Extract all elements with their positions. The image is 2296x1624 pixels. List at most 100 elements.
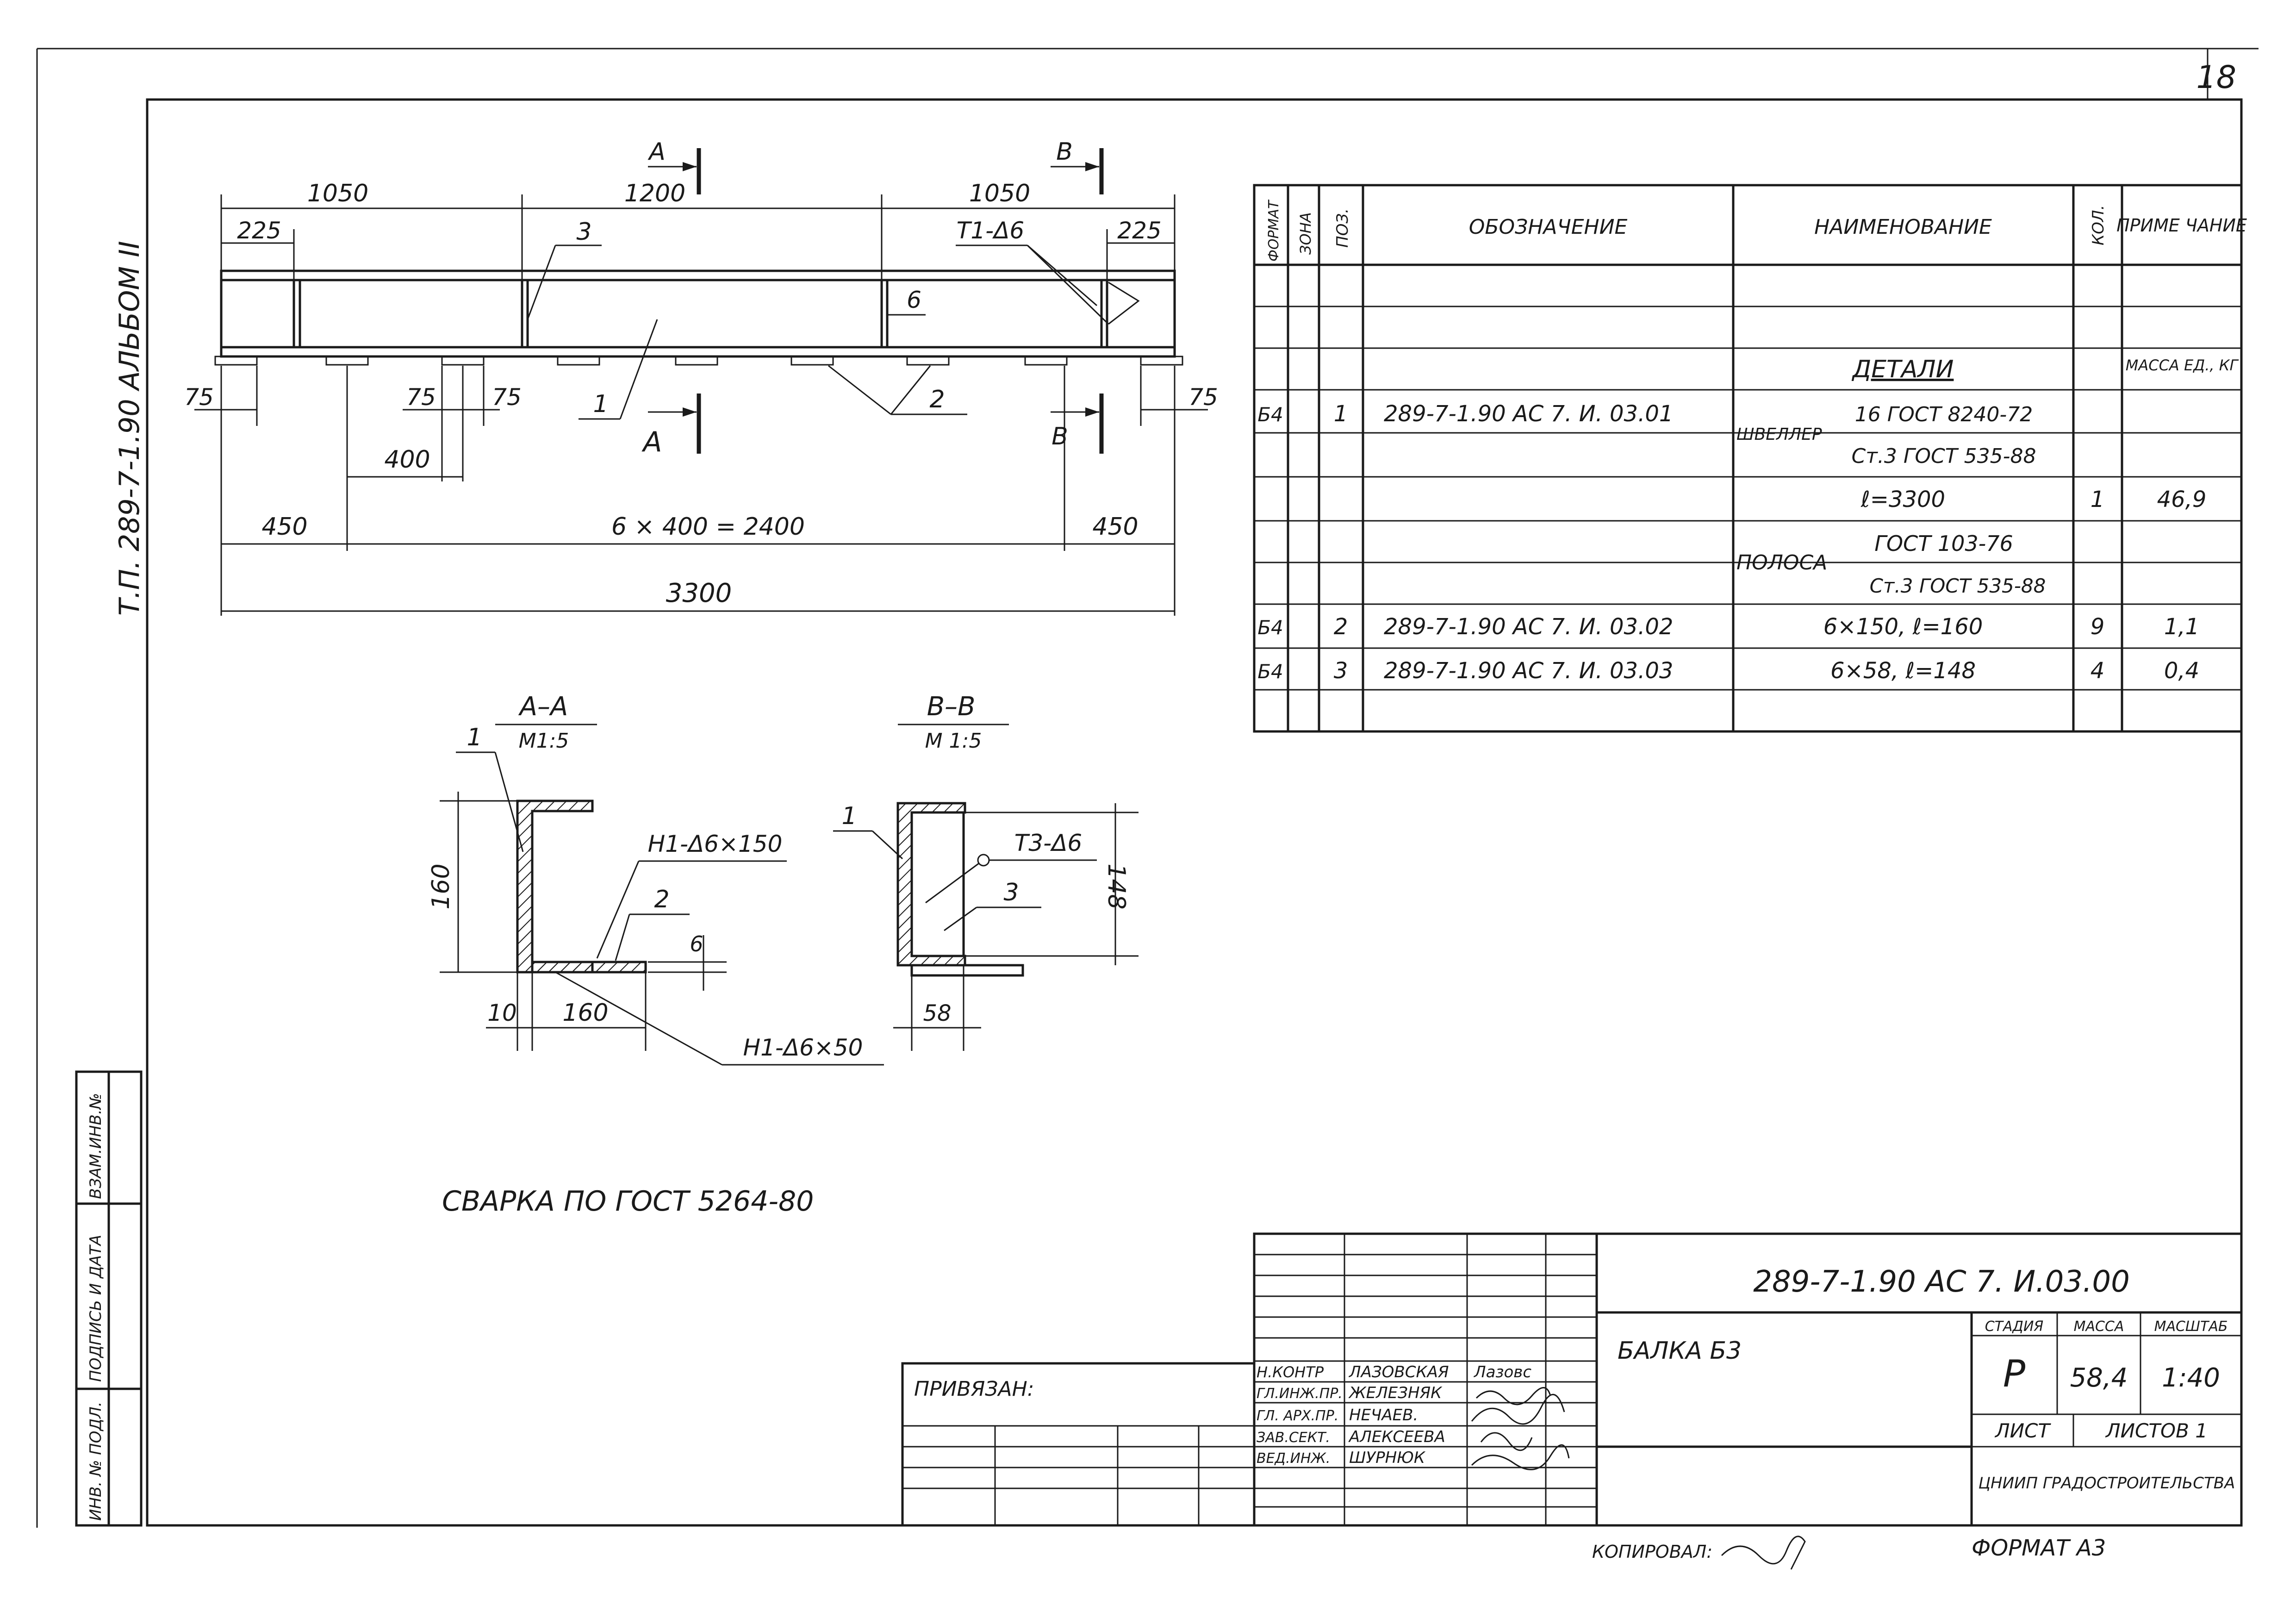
section-aa-position-2: 2 bbox=[654, 886, 669, 913]
welding-note: СВАРКА ПО ГОСТ 5264-80 bbox=[442, 1185, 814, 1218]
dim-225-left: 225 bbox=[237, 217, 281, 244]
dim-75-a: 75 bbox=[406, 384, 436, 411]
section-bb-scale: М 1:5 bbox=[925, 729, 982, 753]
spec-row2-pos: 2 bbox=[1334, 614, 1348, 640]
spec-channel-mass: 46,9 bbox=[2157, 487, 2207, 512]
section-b-top-letter: В bbox=[1056, 138, 1073, 166]
signature-scribble bbox=[1475, 1387, 1551, 1405]
bound-label: ПРИВЯЗАН: bbox=[914, 1377, 1034, 1401]
spec-row3-pos: 3 bbox=[1334, 658, 1348, 684]
spec-row1-format: Б4 bbox=[1257, 403, 1283, 426]
side-stamp-cell: ВЗАМ.ИНВ.№ bbox=[87, 1093, 105, 1199]
spec-channel-length: ℓ=3300 bbox=[1860, 487, 1945, 512]
beam-elevation: 1050 1200 1050 225 225 Т1-Δ6 6 3 1 2 bbox=[184, 138, 1218, 616]
section-b-b: В–В М 1:5 148 58 1 Т3-Δ6 3 bbox=[833, 692, 1139, 1051]
section-aa-weld-bottom: Н1-Δ6×50 bbox=[743, 1034, 863, 1061]
spec-mass-note: МАССА ЕД., КГ bbox=[2126, 356, 2239, 374]
staff-role: Н.КОНТР bbox=[1257, 1363, 1324, 1381]
plate-thickness-label: 6 bbox=[907, 287, 921, 313]
side-album-label: Т.П. 289-7-1.90 АЛЬБОМ II bbox=[113, 241, 146, 616]
signature-scribble bbox=[1480, 1432, 1533, 1451]
specification-table: ФОРМАТ ЗОНА ПОЗ. ОБОЗНАЧЕНИЕ НАИМЕНОВАНИ… bbox=[1253, 184, 2247, 733]
spec-channel-top: 16 ГОСТ 8240-72 bbox=[1855, 403, 2033, 426]
section-bb-height: 148 bbox=[1102, 863, 1130, 909]
dim-225-right: 225 bbox=[1117, 217, 1161, 244]
organization-name: ЦНИИП ГРАДОСТРОИТЕЛЬСТВА bbox=[1979, 1474, 2235, 1493]
section-aa-scale: М1:5 bbox=[519, 729, 569, 753]
scale-label: МАСШТАБ bbox=[2154, 1318, 2228, 1335]
signature-scribble bbox=[1471, 1444, 1570, 1470]
spec-header-name: НАИМЕНОВАНИЕ bbox=[1814, 215, 1992, 239]
spec-header-format: ФОРМАТ bbox=[1266, 199, 1282, 262]
section-bb-position-1: 1 bbox=[841, 802, 857, 830]
section-a-bottom-letter: А bbox=[641, 426, 662, 458]
dim-75-left: 75 bbox=[184, 384, 214, 411]
staff-signature: Лазовс bbox=[1473, 1363, 1531, 1381]
stage-value: Р bbox=[2003, 1352, 2026, 1395]
staff-name: АЛЕКСЕЕВА bbox=[1348, 1428, 1445, 1446]
section-aa-width: 160 bbox=[562, 999, 608, 1027]
signature-scribble bbox=[1471, 1393, 1565, 1425]
section-aa-weld-top: Н1-Δ6×150 bbox=[648, 831, 783, 857]
dim-450-left: 450 bbox=[261, 513, 307, 541]
mass-label: МАССА bbox=[2074, 1318, 2124, 1335]
spec-row1-code: 289-7-1.90 АС 7. И. 03.01 bbox=[1384, 401, 1673, 427]
spec-row3-code: 289-7-1.90 АС 7. И. 03.03 bbox=[1384, 658, 1673, 684]
spec-header-note: ПРИМЕ ЧАНИЕ bbox=[2116, 215, 2247, 236]
sheet-label: ЛИСТ bbox=[1994, 1419, 2051, 1442]
position-2-label: 2 bbox=[929, 386, 945, 413]
section-a-a: А–А М1:5 160 10 160 6 1 Н1-Δ6×150 bbox=[427, 692, 884, 1066]
spec-row3-format: Б4 bbox=[1257, 660, 1283, 683]
spec-row2-mass: 1,1 bbox=[2164, 614, 2199, 640]
spec-header-pos: ПОЗ. bbox=[1333, 208, 1352, 248]
dim-75-right: 75 bbox=[1188, 384, 1218, 411]
spec-header-zone: ЗОНА bbox=[1297, 212, 1314, 255]
dim-span: 6 × 400 = 2400 bbox=[611, 513, 805, 541]
dim-total: 3300 bbox=[666, 578, 732, 608]
spec-strip-bottom: Ст.3 ГОСТ 535-88 bbox=[1870, 575, 2046, 597]
copied-label: КОПИРОВАЛ: bbox=[1592, 1542, 1712, 1562]
title-block: ПРИВЯЗАН: Н.КОНТР ЛАЗОВСКАЯ Лазовс ГЛ.ИН… bbox=[901, 1232, 2243, 1527]
dim-450-right: 450 bbox=[1092, 513, 1138, 541]
spec-row3-name: 6×58, ℓ=148 bbox=[1830, 658, 1976, 684]
drawing-code: 289-7-1.90 АС 7. И.03.00 bbox=[1753, 1265, 2130, 1299]
spec-row3-qty: 4 bbox=[2091, 658, 2105, 684]
spec-channel-bottom: Ст.3 ГОСТ 535-88 bbox=[1852, 444, 2036, 468]
section-bb-title: В–В bbox=[927, 692, 976, 722]
section-b-bottom-letter: В bbox=[1052, 423, 1068, 450]
sheets-label: ЛИСТОВ 1 bbox=[2105, 1419, 2208, 1442]
section-aa-thickness: 6 bbox=[690, 931, 703, 956]
section-a-top-letter: А bbox=[647, 138, 666, 166]
spec-strip-label: ПОЛОСА bbox=[1736, 551, 1827, 575]
spec-row2-format: Б4 bbox=[1257, 616, 1283, 639]
spec-row1-pos: 1 bbox=[1334, 401, 1348, 427]
dim-1050-left: 1050 bbox=[307, 180, 368, 207]
scale-value: 1:40 bbox=[2162, 1363, 2220, 1393]
format-label: ФОРМАТ А3 bbox=[1972, 1535, 2106, 1561]
spec-row2-name: 6×150, ℓ=160 bbox=[1823, 614, 1983, 640]
staff-name: НЕЧАЕВ. bbox=[1349, 1406, 1418, 1424]
section-aa-position-1: 1 bbox=[467, 724, 482, 751]
spec-header-qty: КОЛ. bbox=[2089, 205, 2108, 245]
copied-signature bbox=[1721, 1536, 1806, 1570]
drawing-name: БАЛКА Б3 bbox=[1618, 1337, 1742, 1365]
side-stamp-cell: ПОДПИСЬ И ДАТА bbox=[87, 1235, 105, 1382]
section-aa-height: 160 bbox=[427, 863, 455, 909]
spec-header-code: ОБОЗНАЧЕНИЕ bbox=[1469, 215, 1628, 239]
position-3-label: 3 bbox=[576, 218, 591, 246]
position-1-label: 1 bbox=[593, 390, 608, 418]
spec-channel-qty: 1 bbox=[2091, 487, 2105, 512]
weld-t1-label: Т1-Δ6 bbox=[957, 217, 1024, 244]
staff-name: ШУРНЮК bbox=[1349, 1449, 1426, 1467]
staff-role: ГЛ. АРХ.ПР. bbox=[1257, 1408, 1338, 1424]
spec-row3-mass: 0,4 bbox=[2164, 658, 2199, 684]
dim-1050-right: 1050 bbox=[969, 180, 1030, 207]
side-stamp-cell: ИНВ. № ПОДЛ. bbox=[87, 1402, 105, 1521]
section-bb-width: 58 bbox=[923, 1000, 951, 1026]
spec-row2-code: 289-7-1.90 АС 7. И. 03.02 bbox=[1384, 614, 1673, 640]
staff-role: ВЕД.ИНЖ. bbox=[1257, 1450, 1330, 1467]
section-bb-weld: Т3-Δ6 bbox=[1014, 830, 1082, 856]
spec-strip-top: ГОСТ 103-76 bbox=[1874, 531, 2013, 556]
dim-1200: 1200 bbox=[624, 180, 685, 207]
